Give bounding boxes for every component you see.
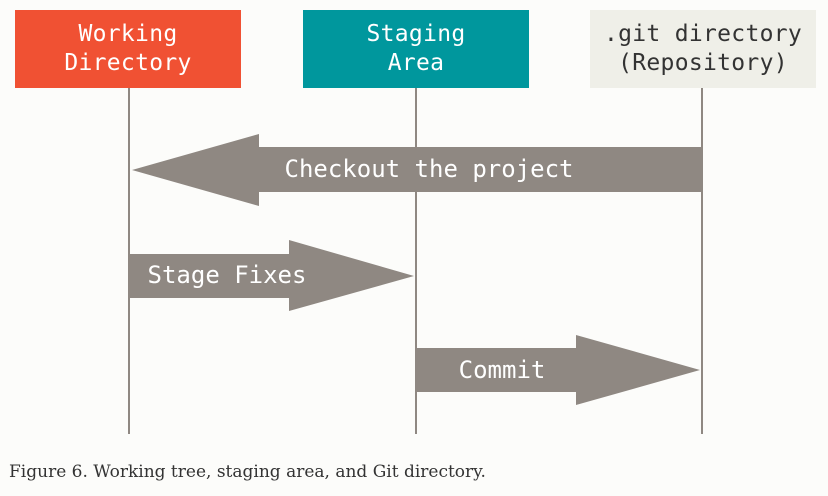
- stage-fixes-arrow-label: Stage Fixes: [148, 261, 307, 289]
- working-directory-box: Working Directory: [15, 10, 241, 88]
- checkout-arrow: [132, 134, 702, 206]
- staging-area-box: Staging Area: [303, 10, 529, 88]
- commit-arrow-label: Commit: [459, 356, 546, 384]
- commit-arrow: [416, 335, 700, 405]
- cropped-body-text: [9, 488, 824, 496]
- repository-box: .git directory (Repository): [590, 10, 816, 88]
- checkout-arrow-label: Checkout the project: [285, 155, 574, 183]
- stage-fixes-arrow: [129, 240, 414, 311]
- figure-caption: Figure 6. Working tree, staging area, an…: [9, 462, 486, 482]
